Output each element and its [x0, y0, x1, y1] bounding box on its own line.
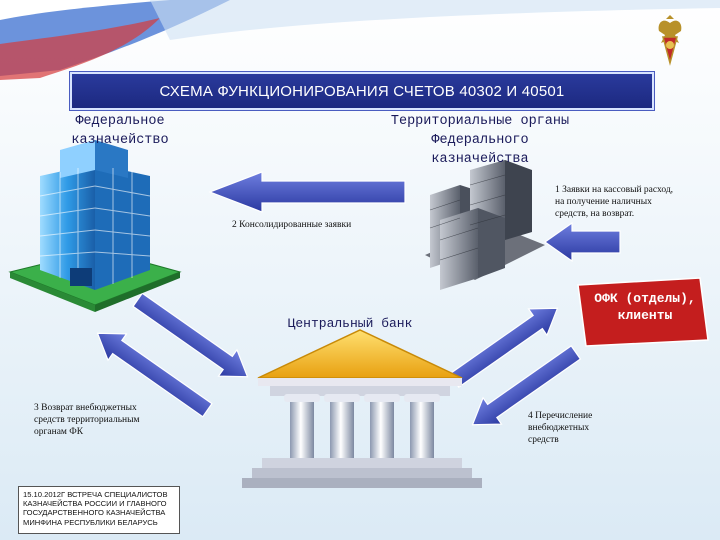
page-title: СХЕМА ФУНКЦИОНИРОВАНИЯ СЧЕТОВ 40302 И 40…: [70, 72, 654, 110]
federal-treasury-label: Федеральное казначейство: [40, 112, 200, 150]
territorial-bodies-label: Территориальные органы Федерального казн…: [350, 112, 610, 169]
flow-2-note: 2 Консолидированные заявки: [232, 219, 432, 231]
footer-note: 15.10.2012г ВСТРЕЧА СПЕЦИАЛИСТОВ КАЗНАЧЕ…: [18, 486, 180, 534]
central-bank-label: Центральный банк: [250, 314, 450, 333]
flow-4-note: 4 Перечисление внебюджетных средств: [528, 410, 648, 446]
flow-1-note: 1 Заявки на кассовый расход, на получени…: [555, 184, 715, 220]
flow-3-note: 3 Возврат внебюджетных средств территори…: [34, 402, 204, 438]
ofk-clients-label: ОФК (отделы), клиенты: [580, 290, 710, 324]
